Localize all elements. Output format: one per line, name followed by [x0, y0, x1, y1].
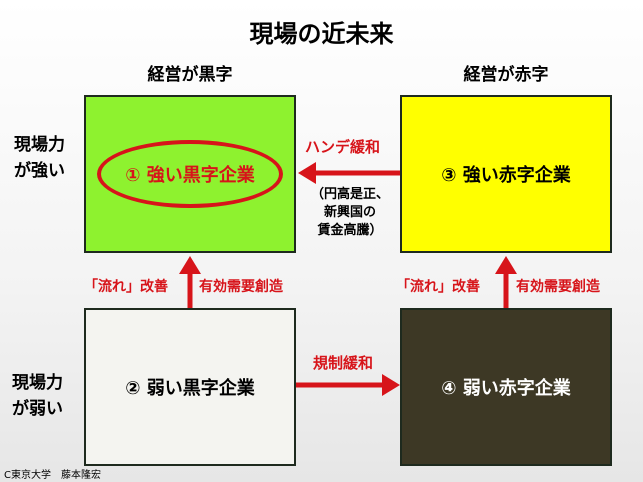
row-header-weak: 現場力 が弱い — [12, 370, 63, 422]
column-header-deficit: 経営が赤字 — [463, 65, 549, 85]
handicap-note-line1: （円高是正、 — [310, 187, 389, 202]
row-header-strong: 現場力 が強い — [14, 132, 65, 184]
quadrant-2-label: ② 弱い黒字企業 — [125, 378, 255, 399]
quadrant-3-box: ③ 強い赤字企業 — [400, 95, 612, 253]
quadrant-2-box: ② 弱い黒字企業 — [84, 308, 296, 466]
arrow-left-up — [179, 256, 201, 308]
handicap-label: ハンデ緩和 — [305, 138, 381, 156]
column-header-profit: 経営が黒字 — [147, 65, 233, 85]
quadrant-4-label: ④ 弱い赤字企業 — [441, 378, 571, 399]
right-kaizen-label: 「流れ」改善 — [396, 279, 480, 295]
row-header-weak-line1: 現場力 — [12, 373, 63, 393]
handicap-note-line2: 新興国の — [323, 205, 376, 220]
page-title: 現場の近未来 — [249, 20, 394, 48]
deregulation-label: 規制緩和 — [313, 354, 374, 372]
row-header-strong-line2: が強い — [14, 161, 65, 181]
arrow-deregulation — [296, 374, 400, 396]
right-demand-label: 有効需要創造 — [516, 279, 600, 295]
row-header-weak-line2: が弱い — [12, 399, 63, 419]
quadrant-4-box: ④ 弱い赤字企業 — [400, 308, 612, 466]
left-kaizen-label: 「流れ」改善 — [84, 279, 168, 295]
quadrant-3-label: ③ 強い赤字企業 — [441, 165, 571, 186]
handicap-note: （円高是正、 新興国の 賃金高騰） — [300, 186, 400, 240]
handicap-note-line3: 賃金高騰） — [317, 223, 383, 238]
arrow-handicap — [298, 162, 400, 184]
arrow-right-up — [495, 256, 517, 308]
highlight-ellipse — [97, 140, 283, 208]
copyright-credit: C東京大学 藤本隆宏 — [4, 470, 101, 481]
row-header-strong-line1: 現場力 — [14, 135, 65, 155]
left-demand-label: 有効需要創造 — [199, 279, 283, 295]
